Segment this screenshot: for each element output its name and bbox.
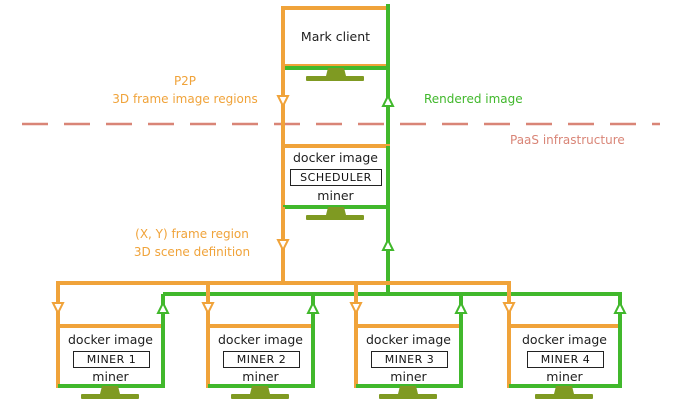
orange-arrow-down-icon [502,302,516,316]
scheduler-docker-image-label: docker image [293,150,378,165]
miner-2-docker-image-label: docker image [218,332,303,347]
green-arrow-up-icon [454,300,468,314]
miner-2-tag: MINER 2 [223,351,300,368]
miner-3-tag: MINER 3 [371,351,448,368]
paas-infrastructure-label: PaaS infrastructure [510,133,625,147]
p2p-label: P2P [173,74,197,88]
client-monitor-icon [281,4,390,81]
orange-arrow-down-icon [51,302,65,316]
green-arrow-up-icon [381,93,395,107]
orange-arrow-down-icon [276,95,290,109]
miner-1-docker-image-label: docker image [68,332,153,347]
rendered-image-label: Rendered image [424,92,523,106]
green-arrow-up-icon [381,237,395,251]
miner-3-miner-label: miner [390,369,427,384]
green-arrow-up-icon [156,300,170,314]
miner-1-tag: MINER 1 [73,351,150,368]
miner-4-miner-label: miner [546,369,583,384]
miner-4-docker-image-label: docker image [522,332,607,347]
frame-region-label: (X, Y) frame region [135,227,249,241]
orange-arrow-down-icon [276,239,290,253]
miner-3-docker-image-label: docker image [366,332,451,347]
miner-4-tag: MINER 4 [527,351,604,368]
scheduler-miner-label: miner [317,188,354,203]
frame-regions-label: 3D frame image regions [112,92,258,106]
orange-arrow-down-icon [201,302,215,316]
scene-definition-label: 3D scene definition [133,245,251,259]
scheduler-tag: SCHEDULER [290,169,382,186]
miner-2-miner-label: miner [242,369,279,384]
client-label: Mark client [300,29,371,44]
orange-arrow-down-icon [349,302,363,316]
miner-1-miner-label: miner [92,369,129,384]
green-arrow-up-icon [613,300,627,314]
green-arrow-up-icon [306,300,320,314]
